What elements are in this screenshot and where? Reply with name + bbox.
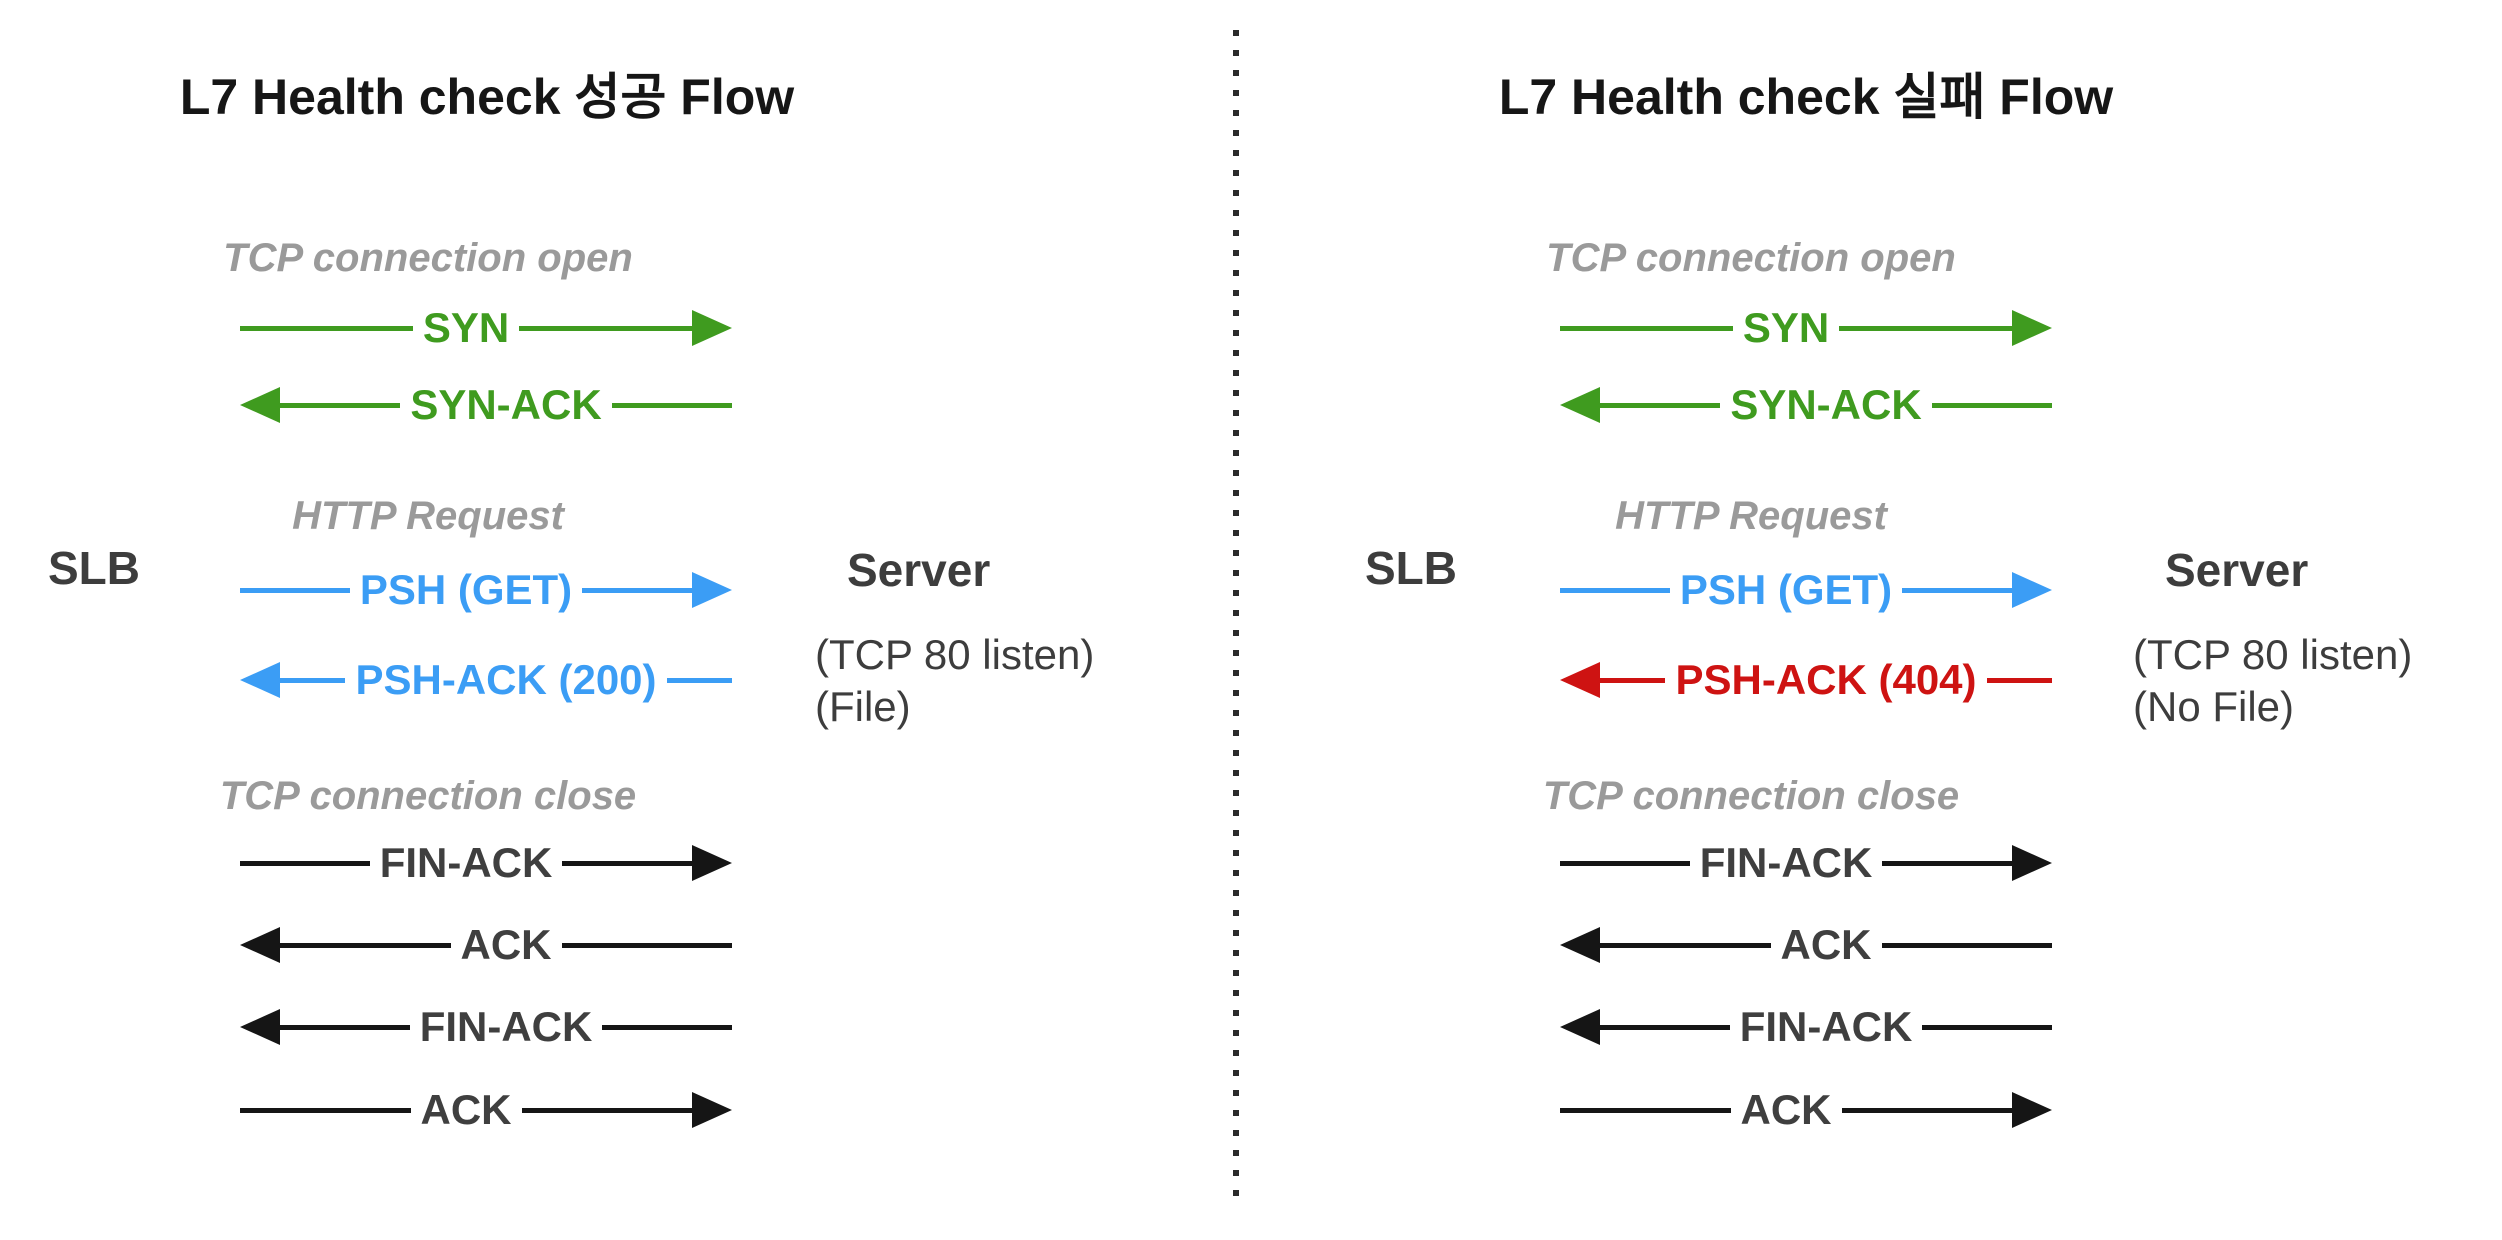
- arrow-label: PSH (GET): [1679, 566, 1893, 613]
- server-note-no-file: (No File): [2133, 683, 2295, 730]
- arrowhead-right-icon: [2012, 572, 2052, 608]
- arrow-line: [1881, 942, 2052, 948]
- arrow-line: [240, 860, 370, 866]
- arrow-line: [1600, 942, 1771, 948]
- arrow-fin-ack-1: FIN-ACK: [1560, 839, 2053, 886]
- arrow-label: SYN-ACK: [1730, 381, 1922, 428]
- panel-title-failure: L7 Health check 실패 Flow: [1498, 69, 2114, 125]
- arrowhead-right-icon: [692, 1092, 732, 1128]
- section-label-tcp-close: TCP connection close: [1542, 774, 1960, 818]
- section-label-tcp-open: TCP connection open: [223, 236, 633, 280]
- arrow-label: ACK: [420, 1086, 512, 1133]
- arrow-line: [240, 325, 413, 331]
- arrowhead-right-icon: [692, 572, 732, 608]
- arrow-line: [240, 1107, 411, 1113]
- arrow-line: [1986, 677, 2052, 683]
- server-note-file: (File): [815, 683, 911, 730]
- arrow-line: [1560, 860, 1690, 866]
- arrow-label: SYN-ACK: [410, 381, 602, 428]
- arrow-line: [1600, 1024, 1730, 1030]
- arrow-line: [1560, 1107, 1731, 1113]
- arrow-ack-1: ACK: [240, 923, 732, 967]
- arrowhead-left-icon: [1560, 927, 1600, 963]
- arrow-psh-ack-200: PSH-ACK (200): [240, 658, 732, 702]
- arrow-line: [280, 677, 346, 683]
- arrow-fin-ack-2: FIN-ACK: [240, 1003, 733, 1050]
- arrow-line: [666, 677, 732, 683]
- arrow-line: [1882, 860, 2013, 866]
- arrow-syn: SYN: [1560, 304, 2053, 351]
- server-note-tcp: (TCP 80 listen): [2133, 631, 2413, 678]
- arrow-line: [521, 1107, 692, 1113]
- arrow-line: [1931, 402, 2052, 408]
- arrow-label: FIN-ACK: [1739, 1003, 1913, 1050]
- arrow-psh-ack-404: PSH-ACK (404): [1560, 658, 2052, 702]
- arrow-ack-2: ACK: [1560, 1088, 2052, 1132]
- arrow-syn-ack: SYN-ACK: [240, 383, 732, 427]
- arrow-label: ACK: [1740, 1086, 1832, 1133]
- arrow-line: [519, 325, 693, 331]
- arrow-label: PSH-ACK (200): [355, 656, 657, 703]
- arrow-line: [280, 402, 401, 408]
- server-label: Server: [2165, 544, 2309, 596]
- arrowhead-right-icon: [2012, 310, 2053, 346]
- arrowhead-right-icon: [2012, 1092, 2052, 1128]
- arrow-line: [611, 402, 732, 408]
- arrowhead-left-icon: [240, 927, 280, 963]
- section-label-http-request: HTTP Request: [292, 494, 564, 538]
- arrow-label: PSH (GET): [359, 566, 573, 613]
- arrow-line: [1560, 587, 1670, 593]
- actor-slb-right: SLB: [1365, 542, 1457, 594]
- section-label-http-request: HTTP Request: [1615, 494, 1887, 538]
- arrow-label: SYN: [422, 304, 510, 351]
- arrowhead-left-icon: [240, 387, 280, 423]
- arrow-ack-1: ACK: [1560, 923, 2052, 967]
- arrow-label: FIN-ACK: [419, 1003, 593, 1050]
- arrow-label: ACK: [460, 921, 552, 968]
- arrow-line: [1600, 402, 1721, 408]
- dotted-divider: [1233, 30, 1239, 1210]
- arrow-line: [1560, 325, 1733, 331]
- arrow-psh-get: PSH (GET): [240, 568, 732, 612]
- actor-server-left: Server (TCP 80 listen) (File): [815, 543, 1094, 733]
- arrow-ack-2: ACK: [240, 1088, 732, 1132]
- arrow-line: [1902, 587, 2012, 593]
- arrow-line: [280, 942, 451, 948]
- arrow-syn-ack: SYN-ACK: [1560, 383, 2052, 427]
- arrow-line: [240, 587, 350, 593]
- arrowhead-left-icon: [1560, 1009, 1600, 1045]
- arrow-label: SYN: [1742, 304, 1830, 351]
- arrowhead-right-icon: [692, 310, 733, 346]
- panel-title-success: L7 Health check 성공 Flow: [179, 69, 795, 125]
- section-label-tcp-close: TCP connection close: [219, 774, 637, 818]
- arrow-line: [562, 860, 693, 866]
- arrowhead-right-icon: [2012, 845, 2053, 881]
- arrow-label: FIN-ACK: [379, 839, 553, 886]
- arrow-label: ACK: [1780, 921, 1872, 968]
- arrow-fin-ack-1: FIN-ACK: [240, 839, 733, 886]
- section-label-tcp-open: TCP connection open: [1546, 236, 1956, 280]
- arrowhead-left-icon: [1560, 662, 1600, 698]
- arrow-line: [280, 1024, 410, 1030]
- arrow-line: [561, 942, 732, 948]
- arrow-fin-ack-2: FIN-ACK: [1560, 1003, 2053, 1050]
- arrowhead-right-icon: [692, 845, 733, 881]
- arrow-label: PSH-ACK (404): [1675, 656, 1977, 703]
- arrow-line: [1600, 677, 1666, 683]
- server-note-tcp: (TCP 80 listen): [815, 631, 1095, 678]
- server-label: Server: [847, 544, 991, 596]
- arrow-psh-get: PSH (GET): [1560, 568, 2052, 612]
- arrow-line: [602, 1024, 733, 1030]
- arrowhead-left-icon: [1560, 387, 1600, 423]
- arrow-line: [1922, 1024, 2053, 1030]
- actor-slb-left: SLB: [48, 542, 140, 594]
- arrowhead-left-icon: [240, 1009, 280, 1045]
- arrow-line: [1841, 1107, 2012, 1113]
- arrowhead-left-icon: [240, 662, 280, 698]
- arrow-line: [1839, 325, 2013, 331]
- arrow-line: [582, 587, 692, 593]
- arrow-label: FIN-ACK: [1699, 839, 1873, 886]
- actor-server-right: Server (TCP 80 listen) (No File): [2133, 543, 2412, 733]
- arrow-syn: SYN: [240, 304, 733, 351]
